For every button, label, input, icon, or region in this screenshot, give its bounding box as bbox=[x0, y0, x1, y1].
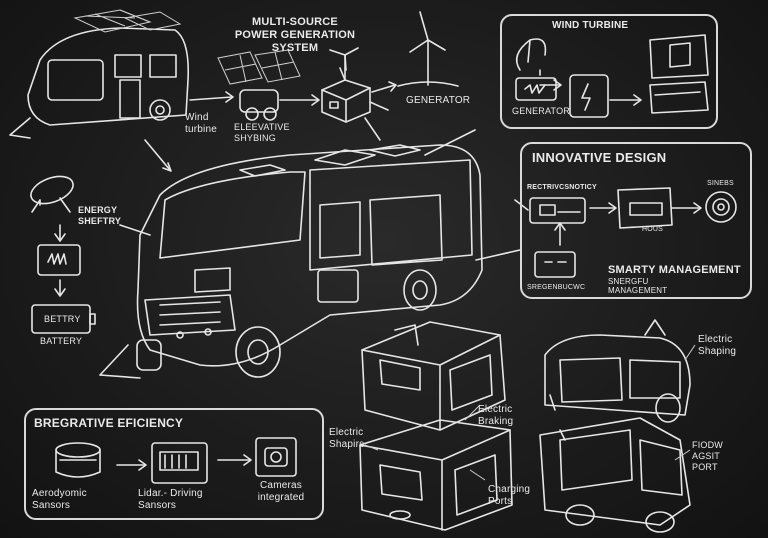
innovative-sreg-label: SREGENBUCWC bbox=[527, 284, 586, 291]
elevative-label: ELEEVATIVE SHYBING bbox=[234, 122, 290, 143]
regen-item-lidar: Lidar.- Driving Sansors bbox=[138, 488, 203, 511]
camper-cutaway-right bbox=[544, 319, 691, 423]
callout-lines bbox=[364, 344, 696, 481]
header-title: MULTI-SOURCE POWER GENERATION SYSTEM bbox=[210, 16, 380, 55]
caravan-sketch bbox=[9, 27, 190, 139]
hub-wind-turbine bbox=[329, 47, 359, 81]
smarty-management-sub: SNERGFU MANAGEMENT bbox=[608, 277, 668, 295]
wind-panel-charger-icon bbox=[569, 74, 609, 118]
generator-device-small bbox=[239, 89, 279, 121]
regenerative-efficiency-panel: BREGRATIVE EFICIENCY Aerodyomic Sansors … bbox=[24, 408, 324, 520]
satellite-dish-icon bbox=[30, 175, 74, 213]
innovative-control-panel-icon bbox=[529, 197, 586, 224]
battery-icon bbox=[31, 304, 96, 334]
wind-panel-title: WIND TURBINE bbox=[552, 20, 629, 31]
wind-panel-generator-icon bbox=[649, 34, 709, 79]
smarty-management-title: SMARTY MANAGEMENT bbox=[608, 264, 741, 276]
electric-braking-label: Electric Braking bbox=[478, 404, 514, 427]
truck-cutaway-right bbox=[539, 394, 691, 533]
wind-panel-rv-icon bbox=[649, 81, 709, 114]
innovative-device-icon bbox=[617, 187, 673, 229]
lidar-sensor-icon bbox=[151, 442, 208, 484]
charging-ports-label: Charging Ports bbox=[488, 484, 531, 507]
battery-label: BATTERY bbox=[40, 336, 83, 346]
solar-panels bbox=[217, 49, 301, 85]
wind-turbine-panel: WIND TURBINE GENERATOR bbox=[500, 14, 718, 129]
power-hub-box bbox=[321, 79, 371, 123]
regen-panel-title: BREGRATIVE EFICIENCY bbox=[34, 416, 184, 430]
header-line-2: POWER GENERATION SYSTEM bbox=[234, 29, 356, 54]
interior-cutaway-top bbox=[361, 321, 506, 431]
header-line-1: MULTI-SOURCE bbox=[252, 16, 338, 28]
wind-turbine-small-label: Wind turbine bbox=[185, 112, 217, 135]
fiodw-label: FIODW AGSIT PORT bbox=[692, 440, 723, 472]
wind-turbine-sketch bbox=[397, 11, 459, 87]
solar-panels-roof bbox=[73, 9, 182, 33]
wind-panel-generator-label: GENERATOR bbox=[512, 106, 570, 116]
wind-panel-battery-icon bbox=[515, 77, 557, 101]
main-rv-sketch bbox=[99, 144, 483, 379]
wind-panel-turbine-icon bbox=[515, 38, 547, 71]
aero-sensor-icon bbox=[55, 442, 101, 478]
innovative-panel-title: INNOVATIVE DESIGN bbox=[532, 150, 667, 165]
interior-cutaway-bottom bbox=[359, 419, 513, 531]
generator-center-label: GENERATOR bbox=[406, 95, 471, 106]
electric-shaping-label: Electric Shaping bbox=[698, 334, 737, 357]
battery-box-label: BETTRY bbox=[44, 314, 81, 324]
energy-box-icon bbox=[37, 244, 81, 276]
regen-item-aero: Aerodyomic Sansors bbox=[32, 488, 87, 511]
innovative-sinebs-label: SINEBS bbox=[707, 180, 734, 187]
innovative-speaker-icon bbox=[705, 191, 737, 223]
innovative-hous-label: HOUS bbox=[642, 226, 664, 233]
innovative-design-panel: INNOVATIVE DESIGN RECTRIVCSNOTICY HOUS S… bbox=[520, 142, 752, 299]
innovative-battery-icon bbox=[534, 251, 576, 278]
innovative-box-label: RECTRIVCSNOTICY bbox=[527, 184, 597, 191]
camera-icon bbox=[255, 437, 297, 477]
regen-item-cameras: Cameras integrated bbox=[257, 480, 305, 503]
energy-safety-label: ENERGY SHEFTRY bbox=[78, 205, 122, 226]
electric-shapirs-label: Electric Shapirs bbox=[329, 427, 365, 450]
